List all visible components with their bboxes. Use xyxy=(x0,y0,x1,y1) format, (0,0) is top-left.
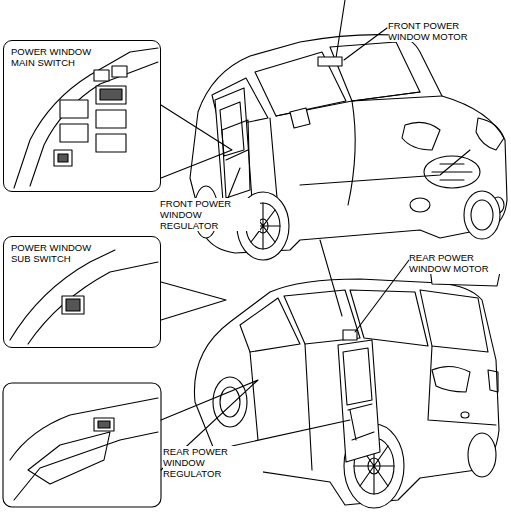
rear-car-part xyxy=(350,290,428,346)
rear-car-part xyxy=(343,348,372,405)
rear-switch-inset-part xyxy=(10,398,158,460)
rear-switch-inset xyxy=(3,380,258,507)
front-car-part xyxy=(410,198,430,212)
rear-switch-inset-part xyxy=(3,383,161,507)
main-switch-panel-part xyxy=(14,48,158,188)
front-car-part xyxy=(424,156,480,188)
main-switch-panel-part xyxy=(96,134,126,152)
rear-car-part xyxy=(213,377,247,427)
rear-regulator-part xyxy=(232,420,350,446)
front-car-part xyxy=(432,164,472,180)
rear-car-part xyxy=(488,370,498,392)
rear-switch-inset-part xyxy=(94,418,114,431)
sub-switch-panel-part xyxy=(66,299,80,311)
rear-car-part xyxy=(428,346,496,425)
front-regulator xyxy=(222,120,250,198)
main-switch-panel-part xyxy=(112,66,127,77)
main-switch-panel-part xyxy=(60,100,88,118)
main-switch-panel-part xyxy=(161,105,232,178)
front-car-part xyxy=(290,108,310,128)
main-switch-panel-part xyxy=(58,154,68,162)
front-car-part xyxy=(215,88,252,214)
main-switch-panel-part xyxy=(96,110,126,128)
rear-car-part xyxy=(305,344,312,470)
main-switch-panel-part xyxy=(54,150,72,166)
rear-car-part xyxy=(240,298,300,352)
rear-switch-inset-part xyxy=(14,432,158,500)
front-car-part xyxy=(352,96,442,101)
rear-motor-part xyxy=(355,260,409,332)
rear-switch-inset-part xyxy=(98,421,110,428)
rear-switch-inset-part xyxy=(28,432,110,484)
front-car-part xyxy=(471,200,493,230)
main-switch-panel-part xyxy=(96,86,126,104)
front-car-part xyxy=(476,118,504,150)
front-motor-part xyxy=(344,28,387,60)
front-car-part xyxy=(402,122,440,150)
rear-car-part xyxy=(468,433,496,477)
rear-motor-part xyxy=(320,240,342,316)
inset-title: POWER WINDOW SUB SWITCH xyxy=(11,242,106,264)
main-switch-panel xyxy=(14,48,232,188)
part-label: REAR POWER WINDOW REGULATOR xyxy=(163,446,263,479)
rear-regulator-part xyxy=(348,404,374,440)
rear-motor xyxy=(320,240,409,340)
sub-switch-inset: POWER WINDOW SUB SWITCH xyxy=(3,236,161,348)
rear-regulator xyxy=(232,404,374,446)
rear-car-part xyxy=(420,290,488,352)
inset-title: POWER WINDOW MAIN SWITCH xyxy=(11,46,106,68)
rear-car-part xyxy=(461,412,469,418)
sub-switch-panel-part xyxy=(161,282,226,320)
main-switch-panel-part xyxy=(60,124,88,142)
front-regulator-part xyxy=(228,168,240,198)
part-label: REAR POWER WINDOW MOTOR xyxy=(409,252,507,274)
front-car-part xyxy=(255,52,346,116)
sub-switch-panel-part xyxy=(62,296,84,314)
main-switch-inset: POWER WINDOW MAIN SWITCH xyxy=(3,40,161,192)
rear-car-part xyxy=(432,366,470,392)
main-switch-panel-part xyxy=(30,62,158,186)
sub-switch-panel xyxy=(10,250,226,344)
main-switch-panel-part xyxy=(94,70,109,81)
rear-car-part xyxy=(284,290,360,344)
front-car-part xyxy=(348,101,355,205)
rear-car-part xyxy=(250,352,258,440)
front-motor-part xyxy=(336,0,345,58)
front-motor xyxy=(318,0,387,66)
sub-switch-panel-part xyxy=(28,262,158,344)
main-switch-panel-part xyxy=(100,89,122,100)
part-label: FRONT POWER WINDOW MOTOR xyxy=(388,20,486,42)
front-car-part xyxy=(464,191,500,239)
part-label: FRONT POWER WINDOW REGULATOR xyxy=(160,198,260,231)
front-car-part xyxy=(330,42,420,101)
front-regulator-part xyxy=(222,120,250,198)
front-motor-part xyxy=(318,57,342,66)
rear-car-part xyxy=(338,340,380,462)
